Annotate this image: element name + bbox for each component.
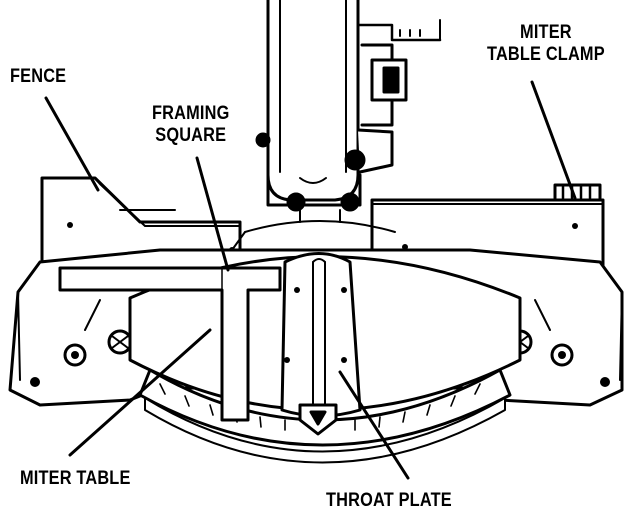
label-fence: FENCE bbox=[10, 66, 66, 88]
label-miter-table-clamp-line1: MITER bbox=[520, 22, 572, 43]
saw-arm bbox=[255, 0, 442, 223]
label-miter-table-clamp: MITER TABLE CLAMP bbox=[487, 22, 605, 66]
label-throat-plate: THROAT PLATE bbox=[326, 490, 452, 512]
label-miter-table: MITER TABLE bbox=[20, 468, 131, 490]
label-framing-square: FRAMING SQUARE bbox=[152, 103, 229, 147]
leader-framing-square bbox=[195, 156, 230, 272]
label-fence-text: FENCE bbox=[10, 66, 67, 87]
leader-miter-table bbox=[68, 328, 212, 457]
leader-throat-plate bbox=[338, 370, 410, 480]
callout-leaders bbox=[44, 80, 577, 480]
leader-fence bbox=[44, 96, 100, 192]
label-miter-table-text: MITER TABLE bbox=[20, 468, 131, 489]
framing-square bbox=[58, 266, 282, 422]
label-miter-table-clamp-line2: TABLE CLAMP bbox=[487, 44, 605, 65]
leader-miter-table-clamp bbox=[530, 80, 577, 200]
label-throat-plate-text: THROAT PLATE bbox=[326, 490, 452, 511]
throat-plate bbox=[280, 252, 362, 436]
label-framing-square-line2: SQUARE bbox=[155, 125, 227, 146]
label-framing-square-line1: FRAMING bbox=[152, 103, 230, 124]
